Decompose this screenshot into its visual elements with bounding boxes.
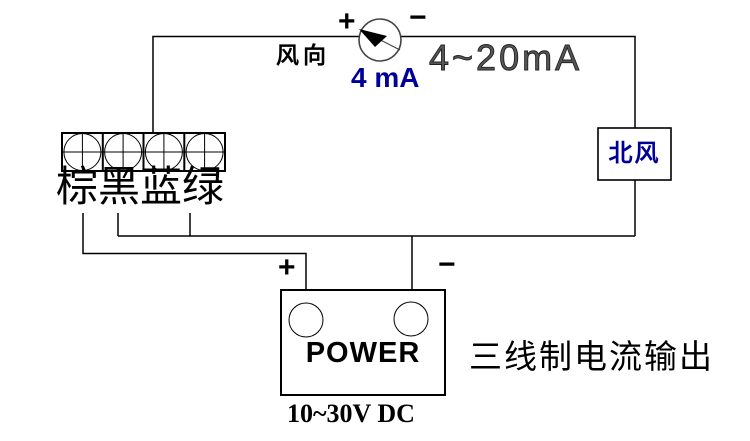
power-minus-sign: − <box>438 248 456 281</box>
current-value-label: 4 mA <box>351 62 420 93</box>
current-range-label: 4~20mA <box>429 37 583 78</box>
power-supply-rect <box>280 289 446 396</box>
wind-direction-label: 风向 <box>276 42 330 68</box>
wire-common-bus <box>118 180 636 290</box>
connector-block <box>61 132 226 172</box>
ammeter-icon <box>358 18 402 62</box>
north-wind-label: 北风 <box>608 140 661 167</box>
power-voltage-label: 10~30V DC <box>287 399 415 428</box>
meter-plus-sign: + <box>338 5 356 38</box>
output-type-caption: 三线制电流输出 <box>469 340 714 376</box>
wire-top-loop <box>152 35 636 133</box>
meter-minus-sign: − <box>409 1 427 34</box>
north-wind-rect <box>597 127 672 181</box>
power-supply-label: POWER <box>305 337 421 369</box>
wire-brown-to-power-plus <box>82 213 307 290</box>
wire-colors-label: 棕黑蓝绿 <box>56 165 225 211</box>
power-plus-sign: + <box>278 251 296 284</box>
